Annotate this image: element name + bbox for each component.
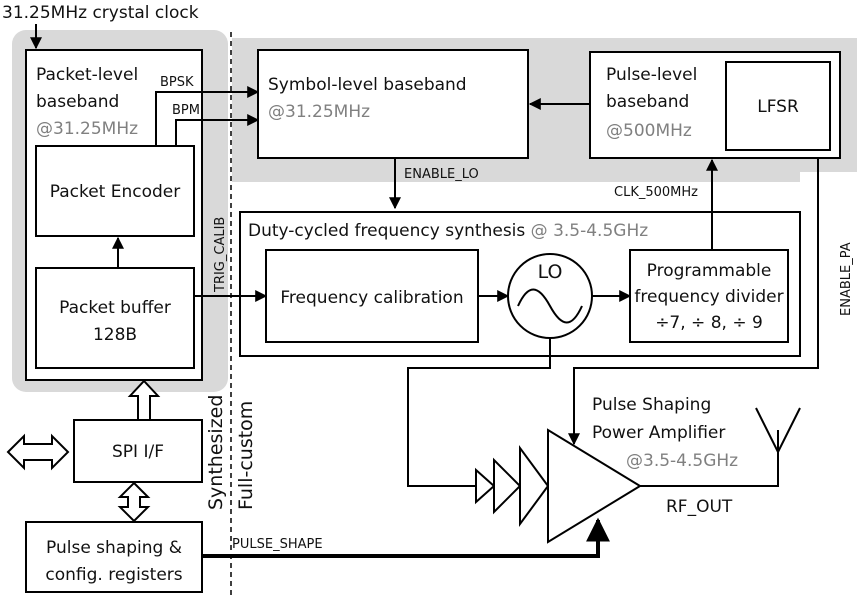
spi-external-bidirectional-arrow bbox=[6, 433, 70, 471]
packet-encoder-label: Packet Encoder bbox=[50, 182, 181, 202]
packet-buffer-label-line2: 128B bbox=[93, 325, 137, 345]
symbol-level-title: Symbol-level baseband bbox=[268, 75, 467, 95]
frequency-synthesis-title: Duty-cycled frequency synthesis @ 3.5-4.… bbox=[248, 221, 648, 241]
symbol-level-frequency: @31.25MHz bbox=[268, 102, 370, 122]
pa-driver-stage-2 bbox=[493, 457, 522, 515]
bpsk-label: BPSK bbox=[160, 75, 194, 90]
lfsr-box bbox=[725, 61, 831, 151]
rf-out-line bbox=[640, 430, 779, 487]
programmable-divider-box bbox=[629, 249, 789, 343]
pa-frequency: @3.5-4.5GHz bbox=[626, 451, 738, 471]
pa-label-line1: Pulse Shaping bbox=[592, 395, 711, 415]
power-amplifier bbox=[547, 428, 642, 544]
packet-buffer-box bbox=[35, 267, 195, 369]
lfsr-label: LFSR bbox=[757, 97, 799, 117]
pa-label-line2: Power Amplifier bbox=[592, 423, 725, 443]
frequency-synthesis-frequency: @ 3.5-4.5GHz bbox=[531, 221, 649, 241]
crystal-clock-label: 31.25MHz crystal clock bbox=[2, 3, 199, 23]
bpm-signal-arrow bbox=[175, 114, 260, 146]
enable-pa-label: ENABLE_PA bbox=[839, 242, 854, 316]
lo-to-pa-line bbox=[407, 338, 551, 487]
pulse-shape-label: PULSE_SHAPE bbox=[232, 537, 323, 552]
spi-to-registers-bidirectional-arrow bbox=[117, 481, 151, 523]
full-custom-label: Full-custom bbox=[235, 401, 257, 510]
sine-wave-icon bbox=[517, 288, 583, 324]
frequency-calibration-label: Frequency calibration bbox=[280, 288, 463, 308]
pulse-shape-arrow bbox=[202, 517, 610, 558]
enable-lo-label: ENABLE_LO bbox=[404, 167, 479, 182]
pa-driver-stage-3 bbox=[519, 444, 550, 528]
packet-buffer-label-line1: Packet buffer bbox=[59, 298, 171, 318]
enable-pa-arrow bbox=[568, 158, 819, 446]
pa-driver-stage-1 bbox=[475, 467, 496, 505]
pulse-shaping-registers-line2: config. registers bbox=[45, 565, 182, 585]
pulse-shaping-registers-line1: Pulse shaping & bbox=[46, 538, 182, 558]
pulse-level-title-line1: Pulse-level bbox=[606, 65, 697, 85]
frequency-calibration-box bbox=[265, 249, 479, 343]
divider-label-line2: frequency divider bbox=[634, 287, 783, 307]
packet-level-title-line2: baseband bbox=[36, 92, 119, 112]
packet-level-title-line1: Packet-level bbox=[36, 65, 138, 85]
spi-to-buffer-arrow bbox=[127, 379, 161, 421]
trig-calib-label: TRIG_CALIB bbox=[213, 217, 228, 293]
divider-label-line3: ÷7, ÷ 8, ÷ 9 bbox=[655, 313, 763, 333]
bpm-label: BPM bbox=[172, 103, 200, 118]
divider-label-line1: Programmable bbox=[647, 261, 772, 281]
rf-out-label: RF_OUT bbox=[666, 497, 733, 517]
pulse-shaping-registers-box bbox=[25, 521, 203, 593]
spi-interface-box bbox=[73, 419, 203, 483]
packet-level-frequency: @31.25MHz bbox=[36, 119, 138, 139]
clk-500mhz-label: CLK_500MHz bbox=[614, 185, 698, 200]
spi-interface-label: SPI I/F bbox=[112, 442, 164, 462]
pulse-level-frequency: @500MHz bbox=[606, 121, 692, 141]
antenna-icon bbox=[755, 407, 801, 455]
packet-encoder-box bbox=[35, 145, 195, 237]
lo-label: LO bbox=[538, 261, 563, 283]
bpsk-signal-arrow bbox=[155, 86, 260, 146]
symbol-level-baseband-box bbox=[257, 49, 529, 159]
synthesized-label: Synthesized bbox=[205, 395, 227, 510]
pulse-level-title-line2: baseband bbox=[606, 92, 689, 112]
